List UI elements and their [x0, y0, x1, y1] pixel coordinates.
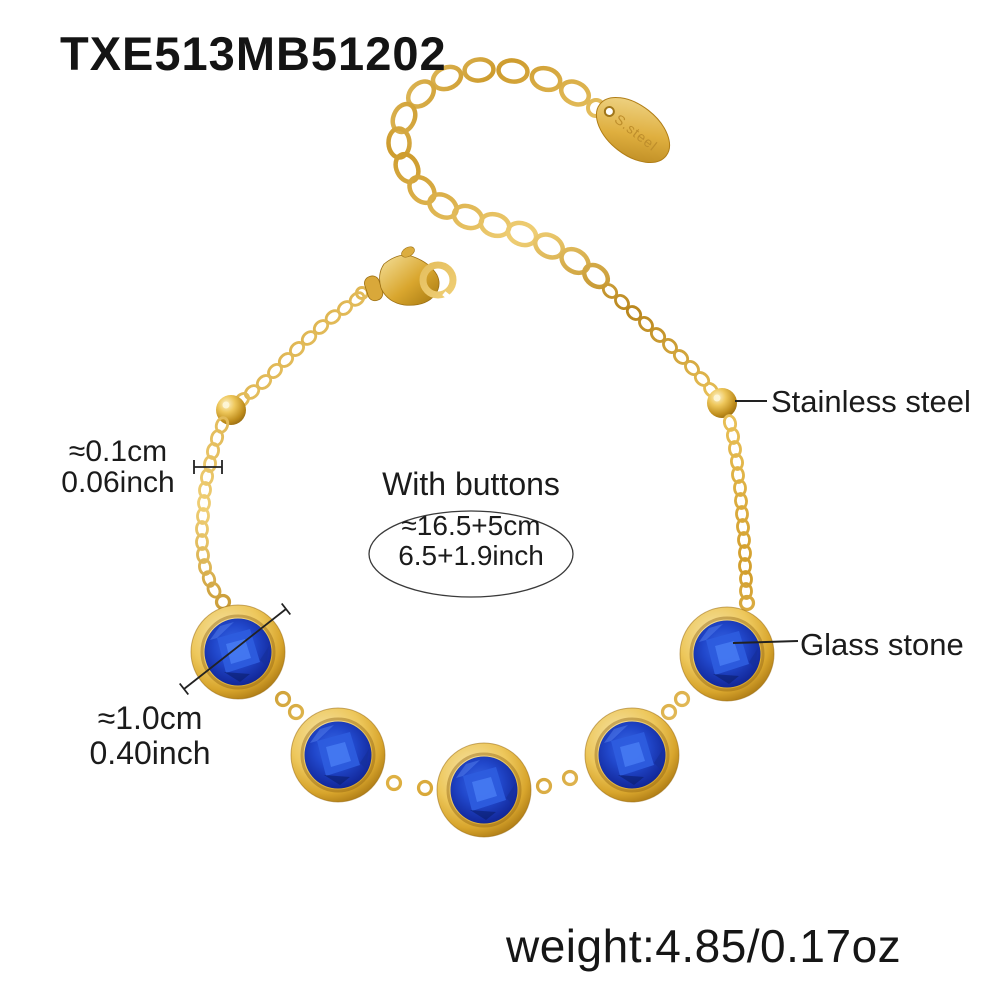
stone-diameter-inch: 0.40inch	[89, 735, 211, 771]
stone-3	[435, 741, 533, 839]
cable-chain-right-lower	[722, 414, 756, 612]
stone-5	[678, 605, 776, 703]
annotation-lines	[178, 400, 799, 696]
total-length-inch: 6.5+1.9inch	[398, 540, 544, 571]
total-length-cm: ≈16.5+5cm	[401, 510, 541, 541]
steel-tag: S.steel	[586, 96, 671, 164]
extension-chain	[386, 57, 611, 290]
stone-connector-rings	[274, 690, 691, 797]
glass-leader-line	[732, 640, 799, 644]
cable-chain-right-upper	[601, 283, 719, 399]
size-oval	[368, 510, 574, 598]
chain-thickness-measurement: ≈0.1cm 0.06inch	[40, 436, 196, 498]
product-sku: TXE513MB51202	[60, 27, 447, 80]
stone-1	[189, 603, 287, 701]
tag-hole	[603, 106, 615, 118]
stone-diameter-measurement: ≈1.0cm 0.40inch	[74, 701, 226, 771]
total-length-measurement: ≈16.5+5cm 6.5+1.9inch	[349, 511, 593, 571]
chain-thickness-gauge	[193, 460, 223, 474]
weight-text: weight:4.85/0.17oz	[506, 920, 902, 972]
glass-stone-label: Glass stone	[800, 627, 964, 662]
stone-4	[583, 706, 681, 804]
bead-left	[216, 395, 246, 425]
chain-thickness-cm: ≈0.1cm	[68, 435, 168, 468]
stone-diameter-gauge	[178, 602, 292, 696]
chain-thickness-inch: 0.06inch	[61, 466, 175, 499]
cable-chain-left-upper	[233, 291, 366, 408]
bead-right	[707, 388, 737, 418]
with-buttons-label: With buttons	[382, 466, 560, 502]
stone-2	[289, 706, 387, 804]
stainless-steel-label: Stainless steel	[771, 384, 971, 419]
cable-chain-left-lower	[195, 416, 232, 611]
lobster-clasp	[355, 246, 457, 306]
stone-diameter-cm: ≈1.0cm	[97, 700, 203, 736]
